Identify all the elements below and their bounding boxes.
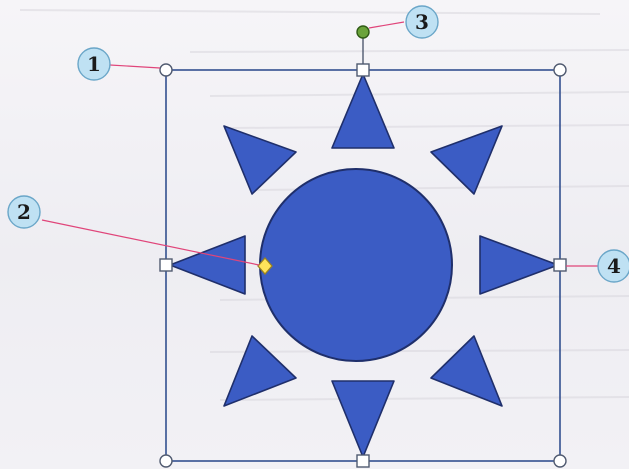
ray-top-right [431,126,502,194]
callout-3-label: 3 [415,10,429,34]
callout-3: 3 [406,6,438,38]
leader-line-3 [369,22,404,28]
callout-2-label: 2 [17,200,31,224]
callout-1-label: 1 [87,52,101,76]
leader-line-1 [110,65,160,68]
resize-handle-bottom-right[interactable] [554,455,566,467]
ray-right [480,236,558,294]
callout-1: 1 [78,48,110,80]
resize-handle-right[interactable] [554,259,566,271]
rotation-handle-icon[interactable] [357,26,369,38]
callout-4-label: 4 [607,254,621,278]
resize-handle-top-left[interactable] [160,64,172,76]
resize-handle-top-right[interactable] [554,64,566,76]
callout-2: 2 [8,196,40,228]
ray-left [170,236,245,294]
ray-top-left [224,126,296,194]
ray-bottom-left [224,336,296,406]
callout-4: 4 [598,250,629,282]
resize-handle-top[interactable] [357,64,369,76]
ray-bottom-right [431,336,502,406]
resize-handle-bottom-left[interactable] [160,455,172,467]
sun-disc [260,169,452,361]
resize-handle-bottom[interactable] [357,455,369,467]
ray-top [332,74,394,148]
ray-bottom [332,381,394,457]
resize-handle-left[interactable] [160,259,172,271]
